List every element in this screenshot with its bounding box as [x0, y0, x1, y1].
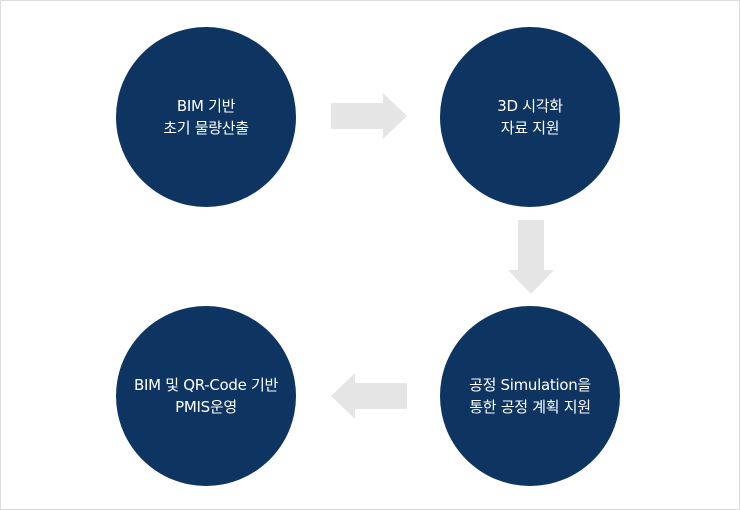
- step-1-line-1: BIM 기반: [176, 97, 236, 115]
- step-3-line-2: 통한 공정 계획 지원: [469, 398, 591, 416]
- step-4-line-1: BIM 및 QR-Code 기반: [134, 376, 278, 394]
- step-1-line-2: 초기 물량산출: [163, 119, 249, 137]
- step-2-line-2: 자료 지원: [500, 119, 560, 137]
- step-pmis-operation: BIM 및 QR-Code 기반 PMIS운영: [116, 306, 296, 486]
- step-3d-visualization: 3D 시각화 자료 지원: [440, 27, 620, 207]
- arrow-right-icon: [331, 93, 407, 139]
- step-initial-quantity-takeoff: BIM 기반 초기 물량산출: [116, 27, 296, 207]
- step-3-line-1: 공정 Simulation을: [469, 376, 591, 394]
- step-4-line-2: PMIS운영: [175, 398, 237, 416]
- step-2-line-1: 3D 시각화: [497, 97, 563, 115]
- arrow-down-icon: [508, 220, 554, 294]
- step-process-simulation: 공정 Simulation을 통한 공정 계획 지원: [440, 306, 620, 486]
- arrow-left-icon: [331, 373, 407, 419]
